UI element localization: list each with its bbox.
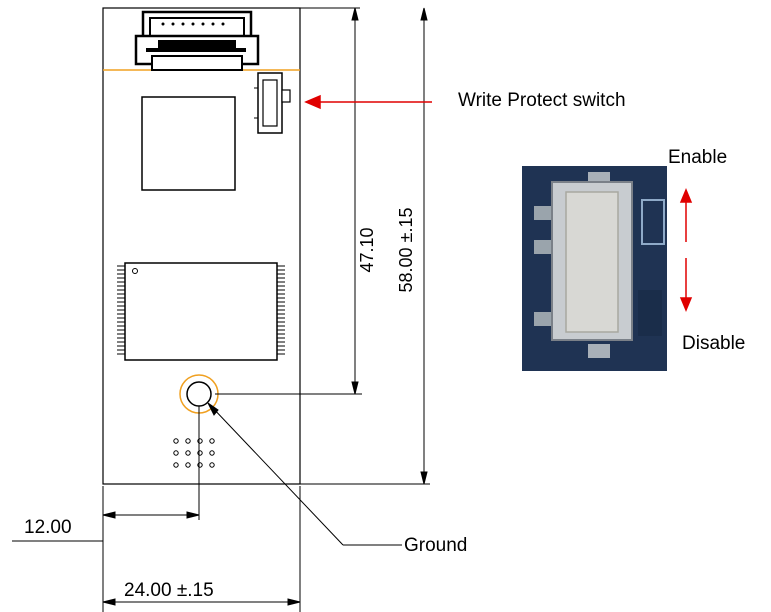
write-protect-label: Write Protect switch bbox=[458, 90, 626, 111]
controller-chip bbox=[141, 96, 236, 191]
connector bbox=[134, 10, 260, 71]
flash-chip bbox=[117, 262, 285, 361]
disable-label: Disable bbox=[682, 333, 746, 354]
board-outline bbox=[102, 7, 301, 485]
dimension-height-to-ground-label: 47.10 bbox=[357, 227, 377, 272]
dimension-total-width bbox=[102, 486, 301, 612]
enable-arrow bbox=[679, 188, 693, 242]
write-protect-arrow bbox=[304, 94, 432, 110]
ground-leader bbox=[207, 402, 402, 546]
enable-label: Enable bbox=[668, 147, 728, 168]
dimension-half-width-label: 12.00 bbox=[24, 517, 72, 538]
switch-photo bbox=[522, 166, 667, 371]
write-protect-switch-outline bbox=[254, 72, 291, 134]
test-pads bbox=[173, 438, 215, 468]
disable-arrow bbox=[679, 258, 693, 312]
dimension-height-to-ground bbox=[215, 7, 362, 395]
dimension-total-width-label: 24.00 ±.15 bbox=[124, 580, 214, 601]
dimension-total-height-label: 58.00 ±.15 bbox=[396, 208, 416, 293]
dimension-total-height bbox=[300, 7, 430, 485]
ground-label: Ground bbox=[404, 535, 468, 556]
dimension-half-width bbox=[12, 406, 200, 612]
